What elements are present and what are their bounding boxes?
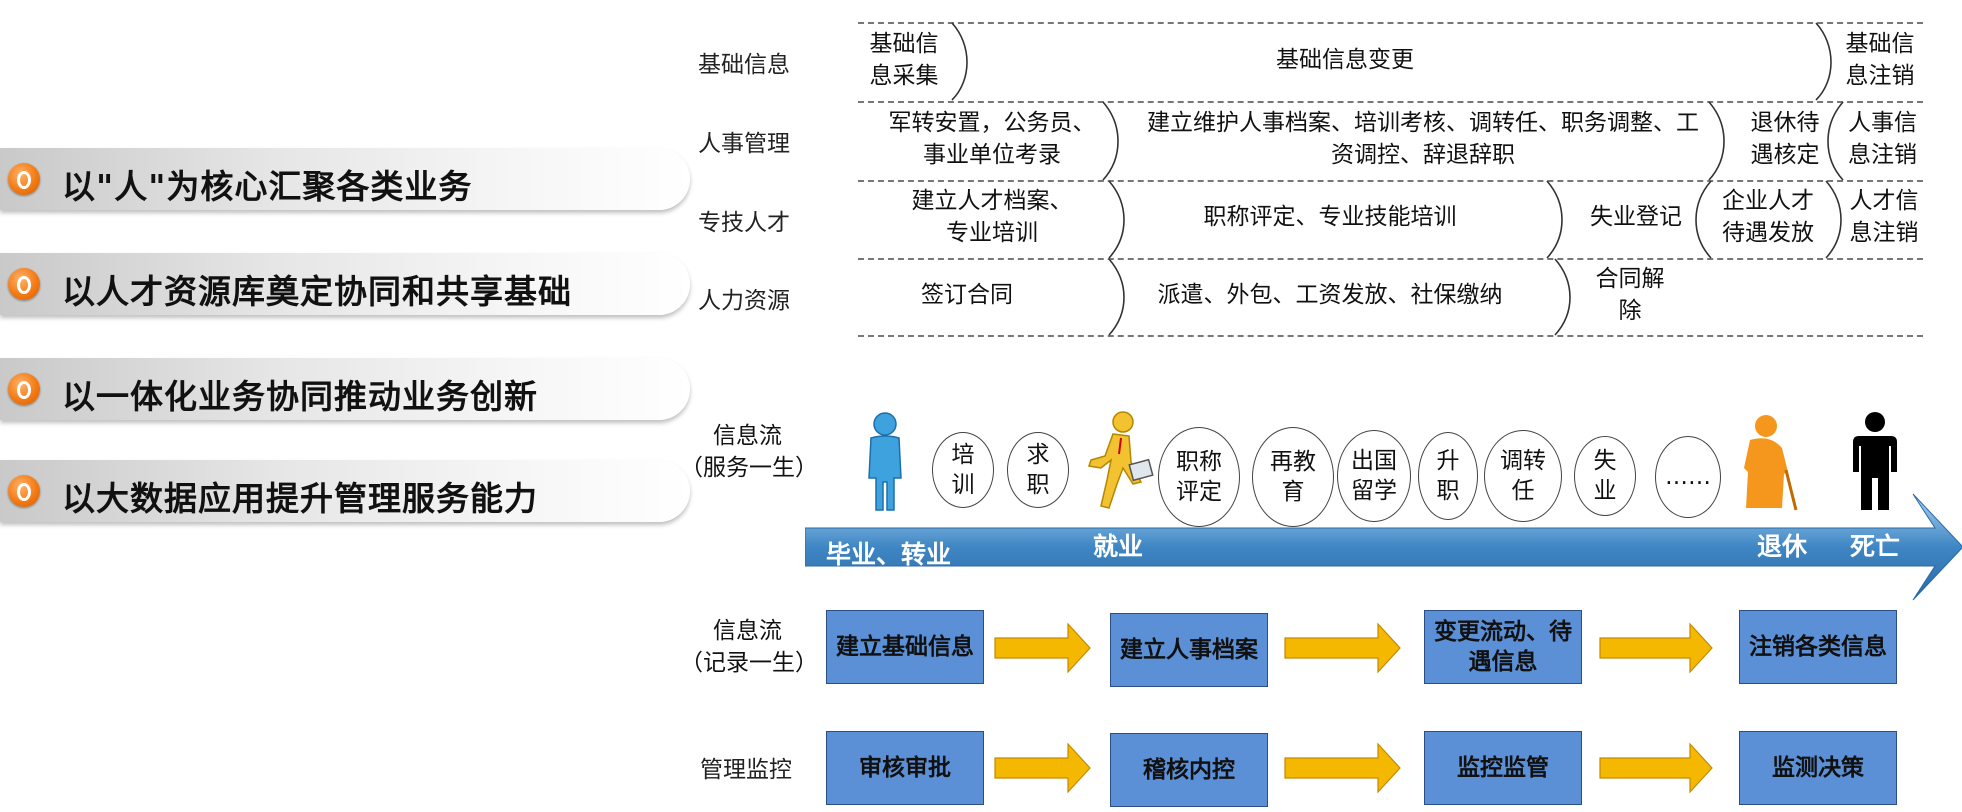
lifecycle-label: 信息流（服务一生） [680,423,818,481]
box-change-flow-info: 变更流动、待遇信息 [1424,610,1582,684]
orange-bullet-icon [8,373,40,405]
stage-circle: 再教育 [1252,427,1334,527]
stage-circle: 培训 [932,432,994,508]
box-create-basic-info: 建立基础信息 [826,610,984,684]
separator-curve [1102,101,1119,181]
bullet-item-3: 以一体化业务协同推动业务创新 [0,358,690,420]
separator-curve [1554,258,1571,336]
box-review-approve: 审核审批 [826,731,984,805]
separator-curve [951,22,968,101]
arrow-right-icon [1599,742,1713,794]
cell-talent-archive: 建立人才档案、专业培训 [911,188,1073,246]
stage-circle: 职称评定 [1158,427,1240,527]
cell-contract-termination: 合同解除 [1595,266,1665,324]
cell-personnel-archive: 建立维护人事档案、培训考核、调转任、职务调整、工资调控、辞退辞职 [1147,110,1699,168]
arrow-label-retirement: 退休 [1757,532,1808,561]
row-label-personnel: 人事管理 [698,131,790,157]
bullet-item-4: 以大数据应用提升管理服务能力 [0,460,690,522]
lifecycle-arrow [805,493,1962,601]
arrow-label-graduation: 毕业、转业 [826,540,952,569]
dashed-divider [858,22,1923,24]
cell-retirement: 退休待遇核定 [1750,110,1820,168]
row-separators [951,22,1844,336]
monitor-flow-label: 管理监控 [700,757,792,783]
dashed-divider [858,180,1923,182]
cell-basic-cancel: 基础信息注销 [1845,31,1915,89]
row-label-talent: 专技人才 [698,210,790,236]
separator-curve [1815,22,1832,101]
deceased-figure-icon [1853,412,1897,510]
arrow-label-employment: 就业 [1093,532,1144,561]
dashed-divider [858,258,1923,260]
bullet-item-2: 以人才资源库奠定协同和共享基础 [0,253,690,315]
retiree-figure-icon [1744,415,1798,511]
separator-curve [1108,180,1125,259]
box-create-personnel-archive: 建立人事档案 [1110,613,1268,687]
stage-circle-ellipsis: …… [1655,436,1721,518]
row-label-hr: 人力资源 [698,288,790,314]
separator-curve [1108,258,1125,336]
bullet-text: 以一体化业务协同推动业务创新 [62,377,538,416]
box-monitor-decide: 监测决策 [1739,731,1897,805]
cell-enterprise-talent: 企业人才待遇发放 [1722,188,1814,246]
separator-curve [1695,180,1712,259]
box-audit-control: 稽核内控 [1110,733,1268,807]
arrow-right-icon [994,622,1091,674]
dashed-divider [858,335,1923,337]
arrow-label-death: 死亡 [1850,532,1901,561]
orange-bullet-icon [8,475,40,507]
orange-bullet-icon [8,268,40,300]
record-flow-label: 信息流（记录一生） [680,618,818,676]
stage-circle: 求职 [1007,432,1069,508]
orange-bullet-icon [8,163,40,195]
dashed-divider [858,101,1923,103]
cell-personnel-cancel: 人事信息注销 [1848,110,1917,168]
arrow-right-icon [1284,622,1401,674]
box-cancel-all-info: 注销各类信息 [1739,610,1897,684]
bullet-text: 以人才资源库奠定协同和共享基础 [62,272,572,311]
stage-circle: 调转任 [1484,430,1562,522]
worker-figure-icon [1088,411,1154,509]
graduate-figure-icon [868,412,902,511]
cell-personnel-recruit: 军转安置，公务员、事业单位考录 [888,110,1096,168]
arrow-right-icon [1284,742,1401,794]
stage-circle: 升职 [1418,432,1478,520]
cell-title-evaluation: 职称评定、专业技能培训 [1203,204,1457,230]
arrow-right-icon [1599,622,1713,674]
cell-talent-cancel: 人才信息注销 [1849,188,1919,246]
stage-circle: 失业 [1574,436,1636,516]
cell-basic-collect: 基础信息采集 [869,31,939,89]
separator-curve [1546,180,1563,259]
cell-sign-contract: 签订合同 [921,282,1013,308]
row-label-basic-info: 基础信息 [698,52,790,78]
cell-unemployment: 失业登记 [1590,204,1682,230]
bullet-text: 以大数据应用提升管理服务能力 [62,479,538,518]
bullet-item-1: 以"人"为核心汇聚各类业务 [0,148,690,210]
arrow-right-icon [994,742,1091,794]
separator-curve [1825,180,1842,259]
cell-basic-change: 基础信息变更 [1276,47,1414,73]
box-monitor-supervise: 监控监管 [1424,731,1582,805]
separator-curve [1708,101,1725,181]
bullet-text: 以"人"为核心汇聚各类业务 [62,167,473,206]
stage-circle: 出国留学 [1337,430,1411,522]
separator-curve [1827,101,1844,181]
cell-dispatch: 派遣、外包、工资发放、社保缴纳 [1157,282,1503,308]
